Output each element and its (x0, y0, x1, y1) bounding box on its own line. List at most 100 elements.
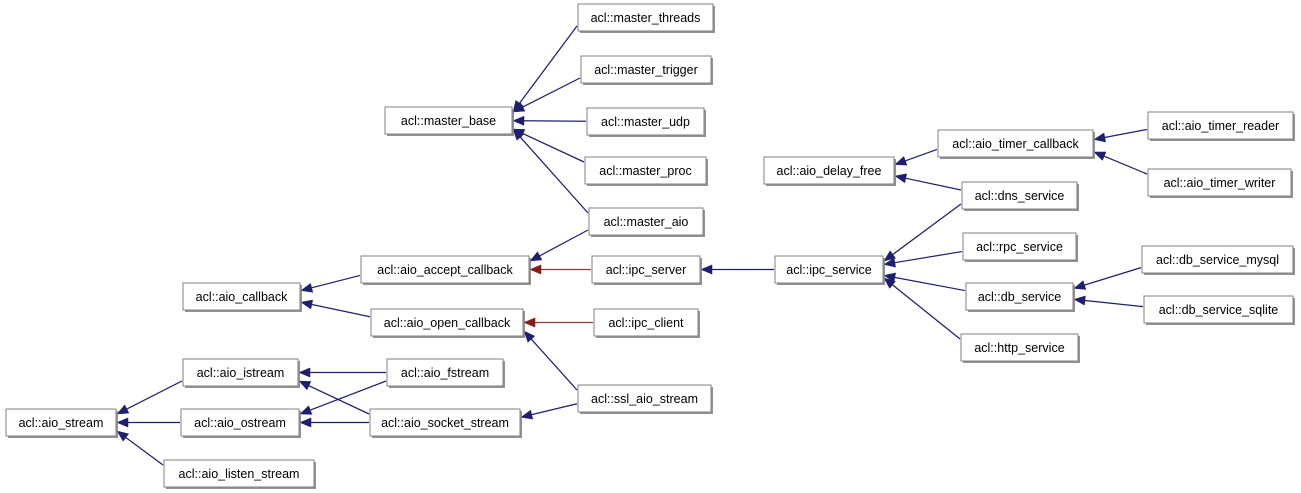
node-box[interactable] (5, 408, 117, 437)
node-box[interactable] (586, 107, 705, 136)
class-node-ipc_server[interactable]: acl::ipc_server (591, 255, 702, 285)
node-box[interactable] (580, 55, 712, 84)
edge-ipc_client-to-aio_open_callback (523, 317, 593, 328)
node-box[interactable] (591, 255, 701, 284)
node-box[interactable] (1143, 295, 1294, 324)
class-node-master_base[interactable]: acl::master_base (384, 106, 514, 136)
class-node-ipc_client[interactable]: acl::ipc_client (593, 308, 700, 338)
edge-aio_timer_callback-to-aio_delay_free (894, 148, 938, 166)
class-node-aio_listen_stream[interactable]: acl::aio_listen_stream (163, 459, 316, 489)
node-box[interactable] (588, 207, 704, 236)
class-node-ssl_aio_stream[interactable]: acl::ssl_aio_stream (577, 384, 713, 414)
edge-master_aio-to-master_base (512, 128, 589, 214)
class-node-aio_timer_reader[interactable]: acl::aio_timer_reader (1147, 111, 1295, 141)
class-node-aio_open_callback[interactable]: acl::aio_open_callback (370, 308, 525, 338)
class-node-aio_callback[interactable]: acl::aio_callback (182, 282, 302, 312)
node-label: acl::aio_delay_free (777, 164, 882, 178)
node-box[interactable] (577, 384, 712, 413)
edge-aio_accept_callback-to-aio_callback (300, 274, 361, 293)
node-label: acl::master_trigger (594, 63, 698, 77)
edge-http_service-to-ipc_service (883, 277, 961, 340)
edge-aio_ostream-to-aio_stream (116, 417, 180, 428)
node-box[interactable] (584, 156, 707, 185)
node-label: acl::master_threads (591, 11, 701, 25)
edge-aio_timer_writer-to-aio_timer_callback (1093, 151, 1148, 175)
class-node-aio_timer_callback[interactable]: acl::aio_timer_callback (937, 129, 1095, 159)
class-node-aio_stream[interactable]: acl::aio_stream (5, 408, 118, 438)
node-label: acl::db_service_mysql (1156, 253, 1279, 267)
class-node-http_service[interactable]: acl::http_service (960, 333, 1080, 363)
node-label: acl::master_proc (599, 164, 691, 178)
node-box[interactable] (1141, 245, 1294, 274)
node-label: acl::aio_callback (196, 290, 288, 304)
class-node-dns_service[interactable]: acl::dns_service (961, 181, 1079, 211)
node-box[interactable] (369, 408, 521, 437)
edge-ssl_aio_stream-to-aio_socket_stream (520, 403, 578, 420)
class-node-aio_accept_callback[interactable]: acl::aio_accept_callback (360, 255, 531, 285)
node-box[interactable] (577, 3, 714, 32)
edge-db_service-to-ipc_service (883, 272, 966, 292)
node-label: acl::aio_stream (19, 416, 104, 430)
node-box[interactable] (960, 333, 1079, 362)
node-box[interactable] (961, 181, 1078, 210)
node-box[interactable] (965, 282, 1074, 311)
class-node-aio_fstream[interactable]: acl::aio_fstream (386, 358, 505, 388)
node-label: acl::master_udp (601, 115, 690, 129)
class-node-master_udp[interactable]: acl::master_udp (586, 107, 706, 137)
class-node-master_aio[interactable]: acl::master_aio (588, 207, 705, 237)
node-box[interactable] (937, 129, 1094, 158)
node-label: acl::ipc_client (608, 316, 684, 330)
edge-aio_listen_stream-to-aio_stream (116, 430, 164, 466)
node-label: acl::ipc_server (606, 263, 687, 277)
class-node-aio_delay_free[interactable]: acl::aio_delay_free (763, 156, 896, 186)
class-node-aio_ostream[interactable]: acl::aio_ostream (180, 408, 301, 438)
node-box[interactable] (763, 156, 895, 185)
node-box[interactable] (1147, 168, 1292, 197)
node-box[interactable] (182, 358, 299, 387)
node-box[interactable] (182, 282, 301, 311)
class-node-aio_istream[interactable]: acl::aio_istream (182, 358, 300, 388)
node-label: acl::db_service (978, 290, 1061, 304)
node-label: acl::http_service (974, 341, 1064, 355)
class-node-rpc_service[interactable]: acl::rpc_service (962, 232, 1078, 262)
node-box[interactable] (962, 232, 1077, 261)
edge-db_service_sqlite-to-db_service (1073, 295, 1144, 308)
node-label: acl::aio_timer_callback (952, 137, 1079, 151)
node-label: acl::aio_listen_stream (179, 467, 300, 481)
node-box[interactable] (360, 255, 530, 284)
edge-ipc_service-to-ipc_server (700, 264, 774, 275)
edge-ssl_aio_stream-to-aio_open_callback (523, 330, 578, 391)
class-node-aio_socket_stream[interactable]: acl::aio_socket_stream (369, 408, 522, 438)
node-box[interactable] (370, 308, 524, 337)
class-node-db_service_mysql[interactable]: acl::db_service_mysql (1141, 245, 1295, 275)
node-box[interactable] (163, 459, 315, 488)
node-box[interactable] (774, 255, 884, 284)
node-box[interactable] (384, 106, 513, 135)
class-node-aio_timer_writer[interactable]: acl::aio_timer_writer (1147, 168, 1293, 198)
edges-layer (116, 25, 1148, 466)
class-node-ipc_service[interactable]: acl::ipc_service (774, 255, 885, 285)
edge-master_trigger-to-master_base (512, 77, 581, 113)
class-node-db_service_sqlite[interactable]: acl::db_service_sqlite (1143, 295, 1295, 325)
node-label: acl::rpc_service (976, 240, 1063, 254)
edge-aio_fstream-to-aio_istream (298, 367, 386, 378)
edge-rpc_service-to-ipc_service (883, 250, 963, 268)
node-label: acl::aio_istream (197, 366, 285, 380)
node-box[interactable] (180, 408, 300, 437)
node-box[interactable] (1147, 111, 1294, 140)
node-label: acl::aio_socket_stream (381, 416, 509, 430)
class-node-master_trigger[interactable]: acl::master_trigger (580, 55, 713, 85)
class-node-master_proc[interactable]: acl::master_proc (584, 156, 708, 186)
edge-master_aio-to-aio_accept_callback (529, 229, 589, 262)
edge-dns_service-to-ipc_service (883, 203, 962, 262)
node-box[interactable] (386, 358, 504, 387)
class-node-db_service[interactable]: acl::db_service (965, 282, 1075, 312)
class-node-master_threads[interactable]: acl::master_threads (577, 3, 715, 33)
edge-db_service_mysql-to-db_service (1073, 267, 1142, 290)
node-box[interactable] (593, 308, 699, 337)
node-label: acl::aio_timer_reader (1162, 119, 1279, 133)
nodes-layer: acl::master_threadsacl::master_triggerac… (5, 3, 1295, 489)
edge-dns_service-to-aio_delay_free (894, 173, 962, 191)
